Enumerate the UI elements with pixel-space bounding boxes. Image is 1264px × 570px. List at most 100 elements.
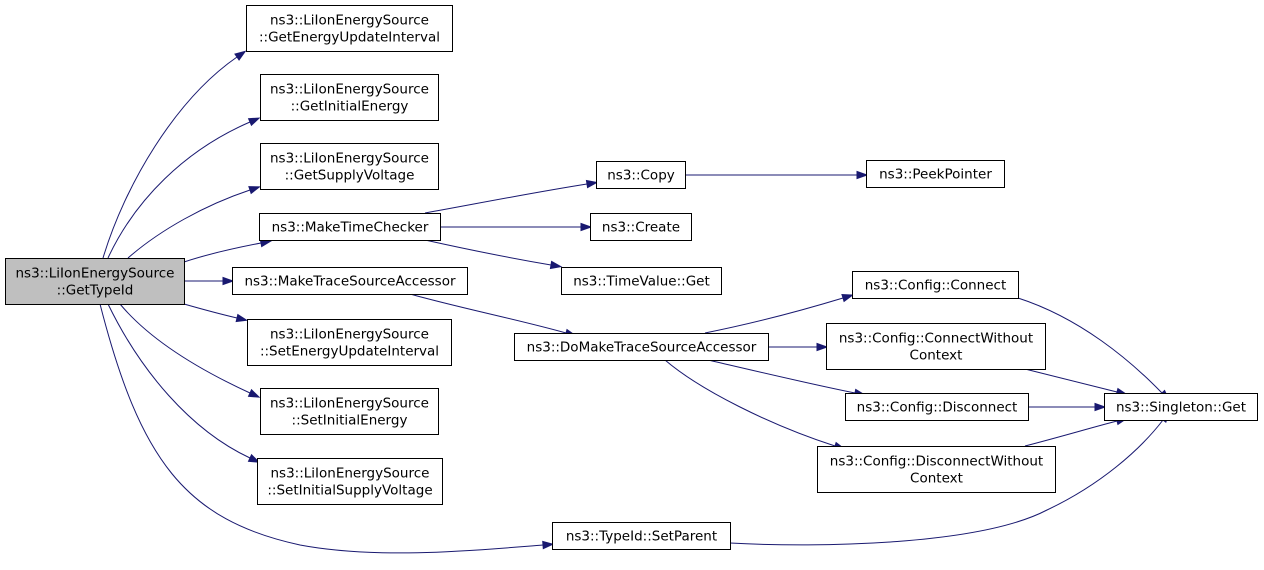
edge-line — [183, 303, 238, 319]
node-box — [257, 458, 443, 505]
edge-line — [99, 303, 544, 554]
node-n-copy[interactable]: ns3::Copy — [596, 161, 686, 189]
node-label: Context — [910, 348, 963, 364]
arrowhead-icon — [1094, 402, 1107, 412]
edge-n_disc-to-n_single — [1028, 402, 1107, 412]
node-n-disc[interactable]: ns3::Config::Disconnect — [845, 393, 1029, 421]
node-n-getinit[interactable]: ns3::LiIonEnergySource::GetInitialEnergy — [260, 74, 439, 121]
arrowhead-icon — [841, 294, 854, 303]
edge-root-to-n_setsup — [107, 303, 261, 463]
node-label: ns3::LiIonEnergySource — [270, 327, 429, 343]
node-label: ns3::MakeTraceSourceAccessor — [244, 274, 455, 290]
edge-n_mtc-to-n_copy — [424, 179, 599, 214]
node-root[interactable]: ns3::LiIonEnergySource::GetTypeId — [5, 258, 185, 305]
node-n-setupd[interactable]: ns3::LiIonEnergySource::SetEnergyUpdateI… — [247, 319, 452, 366]
node-box — [817, 446, 1056, 493]
edge-line — [1024, 420, 1118, 447]
node-box — [246, 5, 453, 52]
node-box — [596, 161, 686, 189]
node-label: ns3::LiIonEnergySource — [16, 266, 175, 282]
edge-n_mtc-to-n_tvget — [424, 239, 563, 270]
node-box — [260, 143, 439, 190]
edge-root-to-n_setparent — [99, 303, 555, 554]
node-box — [514, 333, 769, 361]
node-n-setparent[interactable]: ns3::TypeId::SetParent — [552, 522, 731, 550]
edge-line — [183, 242, 262, 263]
edge-n_dmtsa-to-n_discwc — [664, 359, 846, 450]
node-label: ns3::LiIonEnergySource — [271, 466, 430, 482]
edge-root-to-n_mtc — [183, 238, 273, 263]
edge-line — [409, 293, 567, 334]
node-label: ns3::LiIonEnergySource — [270, 82, 429, 98]
arrowhead-icon — [247, 388, 261, 398]
arrowhead-icon — [816, 342, 829, 352]
edge-root-to-n_getinit — [107, 117, 261, 259]
edge-n_discwc-to-n_single — [1024, 416, 1129, 447]
arrowhead-icon — [549, 260, 563, 270]
node-label: ::GetSupplyVoltage — [285, 168, 415, 184]
node-label: ::SetInitialEnergy — [292, 413, 408, 429]
node-label: ns3::LiIonEnergySource — [270, 396, 429, 412]
node-label: ns3::TimeValue::Get — [573, 274, 710, 290]
node-box — [561, 267, 722, 295]
arrowhead-icon — [580, 222, 593, 232]
edge-line — [107, 121, 251, 259]
edge-n_dmtsa-to-n_connwc — [768, 342, 829, 352]
edge-line — [664, 359, 836, 447]
node-n-getsup[interactable]: ns3::LiIonEnergySource::GetSupplyVoltage — [260, 143, 439, 190]
arrowhead-icon — [234, 50, 247, 61]
edge-line — [127, 189, 251, 259]
node-label: ns3::TypeId::SetParent — [566, 529, 717, 545]
arrowhead-icon — [542, 540, 555, 550]
node-label: ns3::Singleton::Get — [1116, 400, 1246, 416]
node-n-mtc[interactable]: ns3::MakeTimeChecker — [259, 213, 441, 241]
node-label: ::SetEnergyUpdateInterval — [260, 344, 439, 360]
node-label: ::SetInitialSupplyVoltage — [267, 483, 432, 499]
node-label: ns3::Config::Disconnect — [857, 400, 1018, 416]
node-n-mtsa[interactable]: ns3::MakeTraceSourceAccessor — [232, 267, 468, 295]
node-box — [845, 393, 1029, 421]
edge-root-to-n_getupd — [102, 50, 247, 259]
node-box — [260, 388, 439, 435]
arrowhead-icon — [222, 276, 235, 286]
node-label: ns3::Config::Connect — [865, 278, 1007, 294]
edge-n_mtc-to-n_create — [440, 222, 593, 232]
node-label: ns3::Config::DisconnectWithout — [830, 454, 1043, 470]
node-box — [259, 213, 441, 241]
node-n-setsup[interactable]: ns3::LiIonEnergySource::SetInitialSupply… — [257, 458, 443, 505]
node-box — [247, 319, 452, 366]
arrowhead-icon — [585, 179, 599, 189]
node-box — [590, 213, 692, 241]
edge-root-to-n_mtsa — [184, 276, 235, 286]
edge-line — [102, 56, 238, 259]
node-box — [826, 323, 1046, 370]
node-n-tvget[interactable]: ns3::TimeValue::Get — [561, 267, 722, 295]
node-n-single[interactable]: ns3::Singleton::Get — [1104, 393, 1258, 421]
node-label: ::GetEnergyUpdateInterval — [259, 30, 440, 46]
node-n-conn[interactable]: ns3::Config::Connect — [852, 271, 1019, 299]
node-label: ns3::Config::ConnectWithout — [839, 331, 1033, 347]
node-label: Context — [910, 471, 963, 487]
edge-root-to-n_setinit — [119, 303, 261, 398]
node-label: ns3::LiIonEnergySource — [270, 13, 429, 29]
node-label: ns3::Copy — [607, 168, 675, 184]
node-n-create[interactable]: ns3::Create — [590, 213, 692, 241]
node-label: ns3::MakeTimeChecker — [272, 220, 429, 236]
edge-line — [1017, 297, 1163, 394]
node-n-peek[interactable]: ns3::PeekPointer — [866, 160, 1005, 188]
node-n-setinit[interactable]: ns3::LiIonEnergySource::SetInitialEnergy — [260, 388, 439, 435]
node-n-dmtsa[interactable]: ns3::DoMakeTraceSourceAccessor — [514, 333, 769, 361]
edge-n_dmtsa-to-n_conn — [704, 294, 854, 334]
node-label: ns3::PeekPointer — [879, 167, 992, 183]
edge-n_connwc-to-n_single — [1024, 368, 1129, 397]
edge-line — [424, 183, 588, 214]
edge-line — [1024, 368, 1118, 393]
node-n-getupd[interactable]: ns3::LiIonEnergySource::GetEnergyUpdateI… — [246, 5, 453, 52]
node-box — [1104, 393, 1258, 421]
edge-line — [107, 303, 251, 459]
arrowhead-icon — [247, 453, 261, 463]
